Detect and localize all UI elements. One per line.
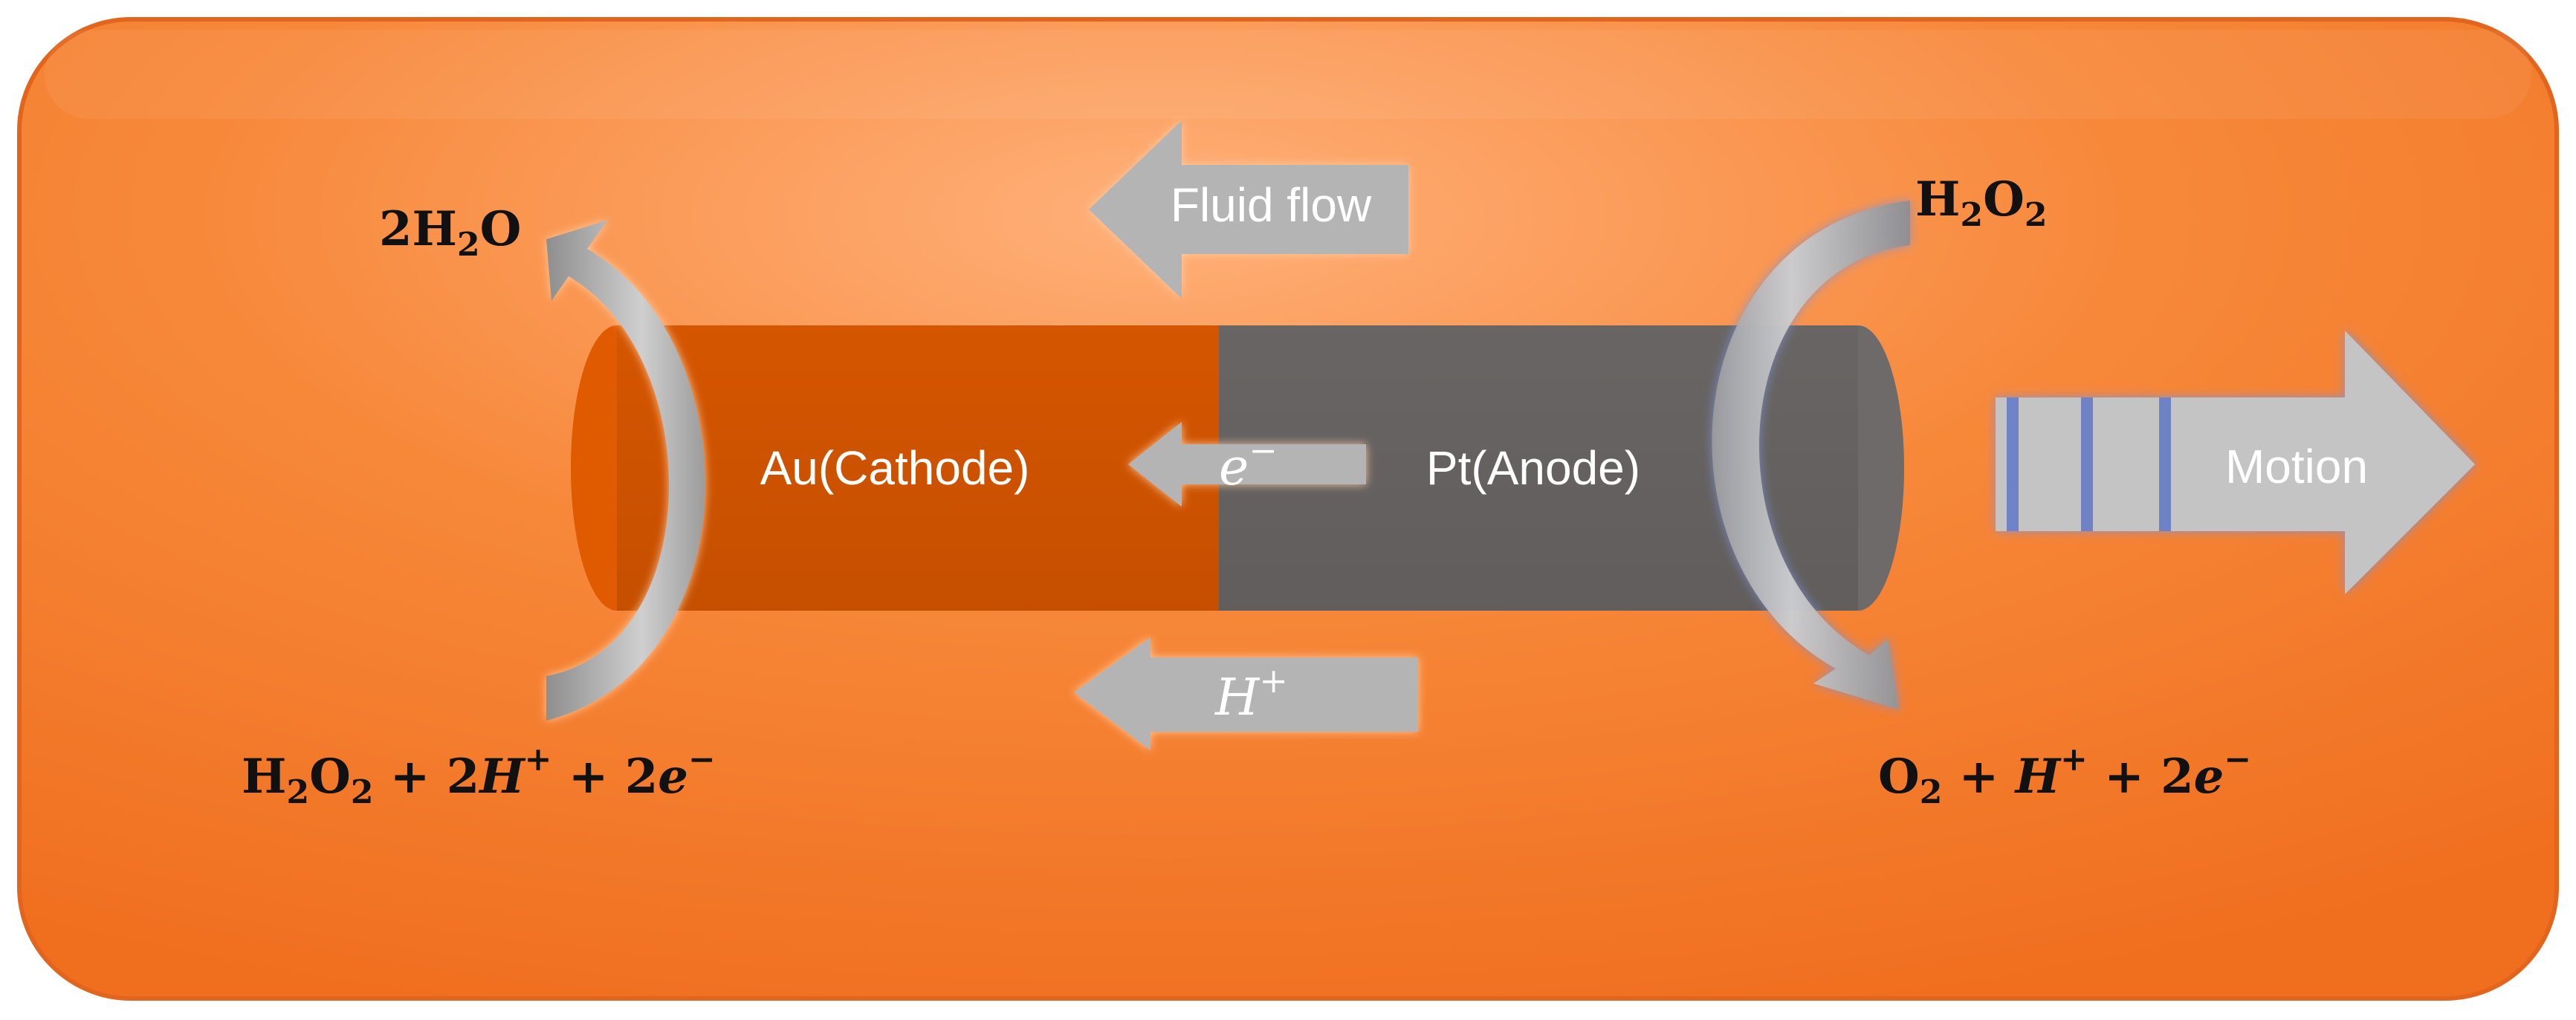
electron-flow-arrow	[1128, 422, 1366, 507]
fluid-flow-label: Fluid flow	[1171, 178, 1372, 232]
anode-label: Pt(Anode)	[1426, 441, 1640, 495]
electron-symbol: e−	[1219, 430, 1278, 497]
cathode-label: Au(Cathode)	[760, 441, 1030, 495]
cathode-reactants-formula: H2O2 + 2H+ + 2e−	[242, 741, 716, 811]
proton-symbol: H+	[1214, 660, 1288, 727]
motion-stripes	[2007, 397, 2171, 531]
motion-arrow	[1996, 331, 2475, 594]
cathode-reaction-arrow	[546, 220, 705, 721]
fluid-flow-arrow	[1089, 120, 1408, 299]
panel-highlight	[45, 30, 2531, 119]
anode-reaction-arrow	[1712, 201, 1910, 709]
cathode-product-formula: 2H2O	[379, 201, 521, 264]
proton-flow-arrow	[1074, 637, 1418, 750]
anode-reactant-formula: H2O2	[1915, 172, 2047, 234]
motion-label: Motion	[2225, 440, 2368, 493]
anode-products-formula: O2 + H+ + 2e−	[1878, 741, 2251, 811]
